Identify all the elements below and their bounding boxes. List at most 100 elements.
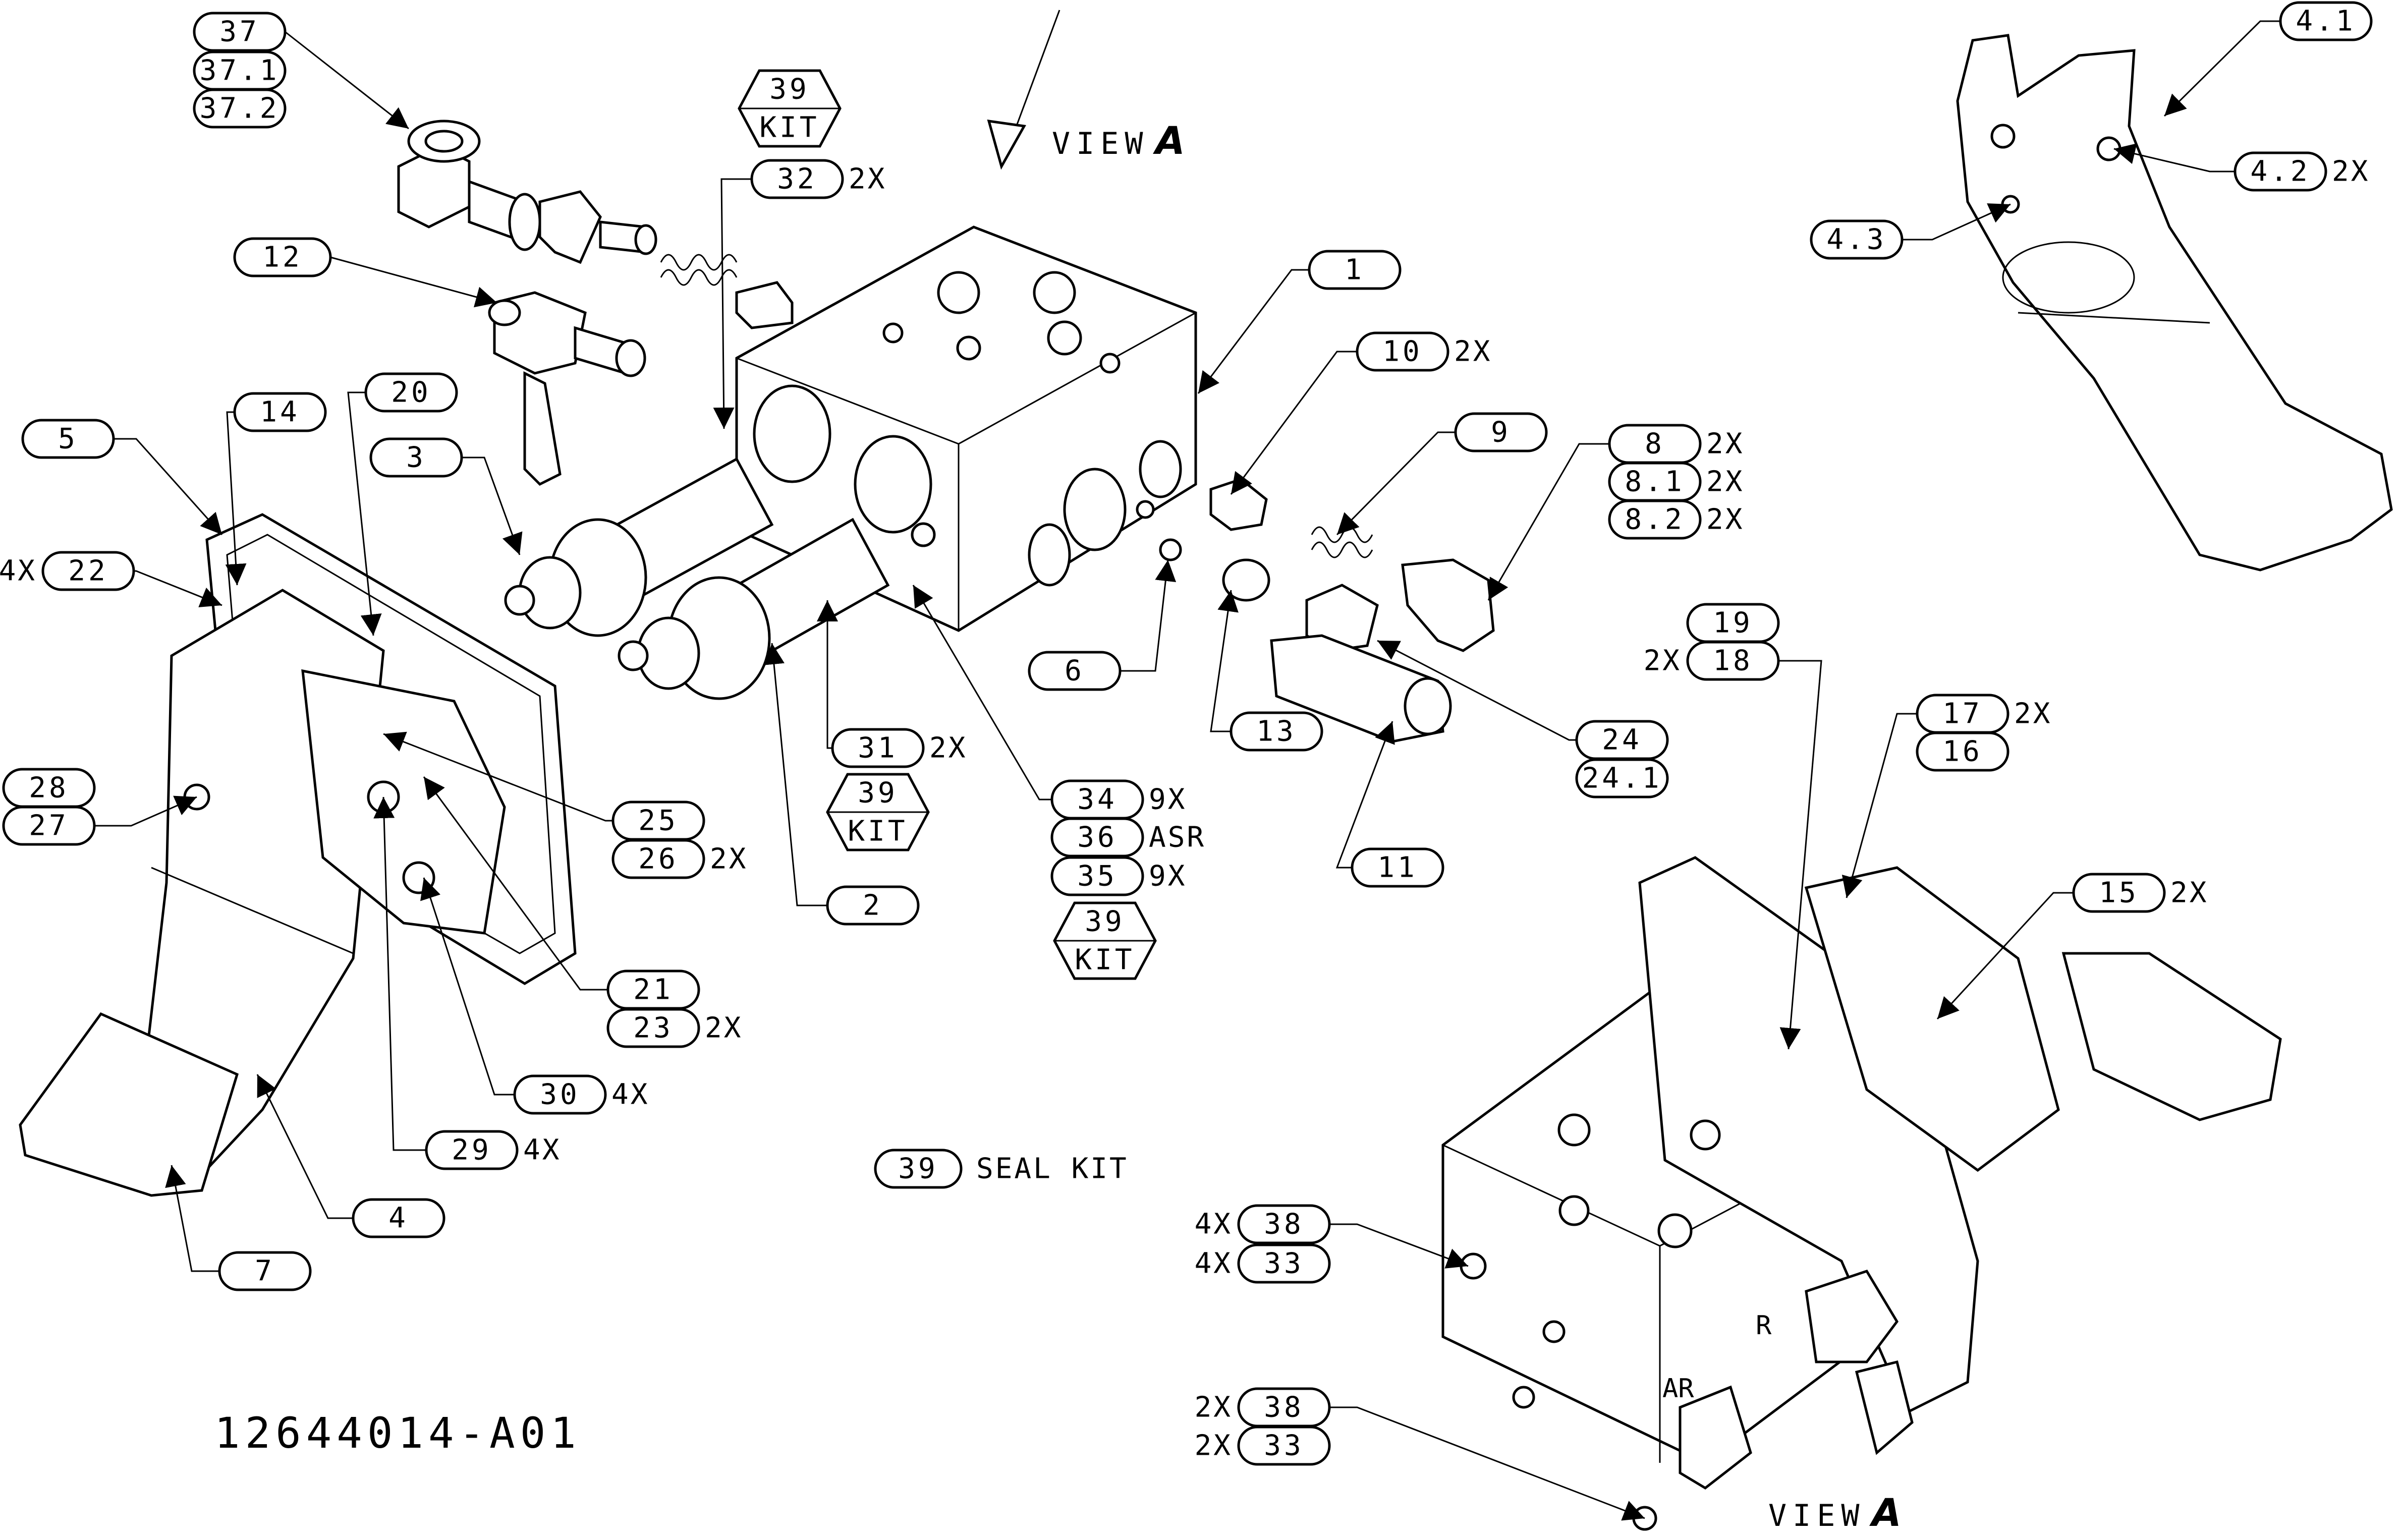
callout-4-3: 4.3 xyxy=(1810,219,1904,260)
callout-number: 7 xyxy=(255,1255,275,1288)
callout-quantity: ASR xyxy=(1149,821,1206,854)
callout-26: 26 2X xyxy=(611,839,748,879)
callout-number: 38 xyxy=(1264,1391,1304,1424)
callout-number: 29 xyxy=(452,1134,491,1167)
callout-14: 14 xyxy=(233,392,327,432)
leader-25 xyxy=(383,731,613,822)
callout-37-1: 37.1 xyxy=(193,50,287,91)
callout-number: 2 xyxy=(863,889,883,922)
callout-oval-shape xyxy=(1608,499,1702,540)
leader-38-a xyxy=(1329,1223,1469,1269)
leader-14 xyxy=(225,411,247,586)
callout-oval-shape xyxy=(21,419,115,459)
callout-oval-shape xyxy=(233,392,327,432)
view-label-top-text: VIEW xyxy=(1052,126,1149,161)
callout-number: 35 xyxy=(1077,860,1117,893)
drawing-number: 12644014-A01 xyxy=(214,1408,581,1458)
callout-number: 30 xyxy=(540,1078,580,1111)
part-4-1-pedal xyxy=(1956,34,2393,572)
callout-oval-shape xyxy=(1237,1243,1331,1284)
part-7-pedal-pad xyxy=(19,1012,239,1197)
callout-quantity: 2X xyxy=(710,843,748,876)
part-9-spring xyxy=(1311,526,1373,558)
leader-4-1 xyxy=(2163,20,2280,117)
callout-quantity: 2X xyxy=(2332,155,2370,188)
callout-7: 7 xyxy=(218,1251,312,1291)
callout-quantity: 9X xyxy=(1149,783,1187,816)
callout-quantity: 2X xyxy=(929,732,967,765)
callout-24: 24 xyxy=(1575,720,1669,760)
callout-oval-shape xyxy=(1028,651,1122,691)
part-10-plug xyxy=(1209,478,1268,531)
callout-number: 13 xyxy=(1256,715,1296,748)
callout-number: 37.1 xyxy=(200,54,280,87)
leader-21 xyxy=(423,776,608,991)
callout-quantity: 2X xyxy=(705,1012,743,1045)
callout-16: 16 xyxy=(1916,731,2009,772)
callout-quantity: 2X xyxy=(849,163,886,196)
callout-oval-shape xyxy=(1916,731,2009,772)
callout-20: 20 xyxy=(364,372,458,413)
view-label-top-letter: A xyxy=(1153,118,1185,163)
callout-oval-shape xyxy=(193,88,287,129)
assembled-brake-valve xyxy=(1441,856,2282,1531)
callout-oval-shape xyxy=(41,551,135,591)
callout-quantity: 2X xyxy=(2170,877,2208,909)
callout-oval-shape xyxy=(831,728,925,768)
callout-number: 1 xyxy=(1345,254,1365,287)
port-label-r: R xyxy=(1756,1310,1772,1341)
leader-4-2 xyxy=(2113,143,2235,173)
callout-number: 4.3 xyxy=(1826,223,1886,256)
callout-oval-shape xyxy=(425,1130,519,1170)
callout-number: 32 xyxy=(777,163,817,196)
leader-37 xyxy=(285,31,409,130)
callout-quantity: 4X xyxy=(0,555,37,588)
callout-number: 34 xyxy=(1077,783,1117,816)
leader-20 xyxy=(347,391,382,636)
callout-number: 39 xyxy=(1085,905,1125,938)
callout-37: 37 xyxy=(193,12,287,52)
callout-quantity: 2X xyxy=(1706,428,1744,461)
leader-15 xyxy=(1936,892,2074,1020)
part-24-fitting xyxy=(1305,584,1379,652)
callout-number: 26 xyxy=(638,843,678,876)
callout-number: 23 xyxy=(633,1012,673,1045)
callout-28: 28 xyxy=(2,768,96,808)
leader-29 xyxy=(373,796,426,1151)
callout-32: 32 2X xyxy=(750,159,886,199)
callout-number: 21 xyxy=(633,974,673,1006)
callout-quantity: 2X xyxy=(2014,698,2052,730)
callout-oval-shape xyxy=(2279,1,2373,41)
callout-number: 33 xyxy=(1264,1247,1304,1280)
callout-number: 19 xyxy=(1713,607,1753,640)
leader-3 xyxy=(462,457,523,555)
callout-oval-shape xyxy=(826,885,920,926)
seal-kit-callout-number: 39 xyxy=(898,1153,938,1185)
callout-oval-shape xyxy=(1686,641,1780,681)
leader-5 xyxy=(114,438,223,536)
callout-27: 27 xyxy=(2,806,96,846)
callout-kit-text: KIT xyxy=(1075,944,1135,977)
leader-17 xyxy=(1841,713,1917,898)
callout-number: 39 xyxy=(858,777,898,810)
callout-number: 37.2 xyxy=(200,92,280,125)
view-label-bottom: VIEW A xyxy=(1768,1490,1902,1535)
port-label-ar: AR xyxy=(1662,1374,1694,1404)
view-label-top: VIEW A xyxy=(1052,118,1185,163)
part-12-solenoid xyxy=(488,291,646,486)
callout-oval-shape xyxy=(1237,1204,1331,1244)
callout-oval-shape xyxy=(2234,151,2327,192)
leader-10 xyxy=(1230,351,1357,495)
callout-number: 31 xyxy=(858,732,898,765)
callout-oval-shape xyxy=(1351,847,1444,888)
